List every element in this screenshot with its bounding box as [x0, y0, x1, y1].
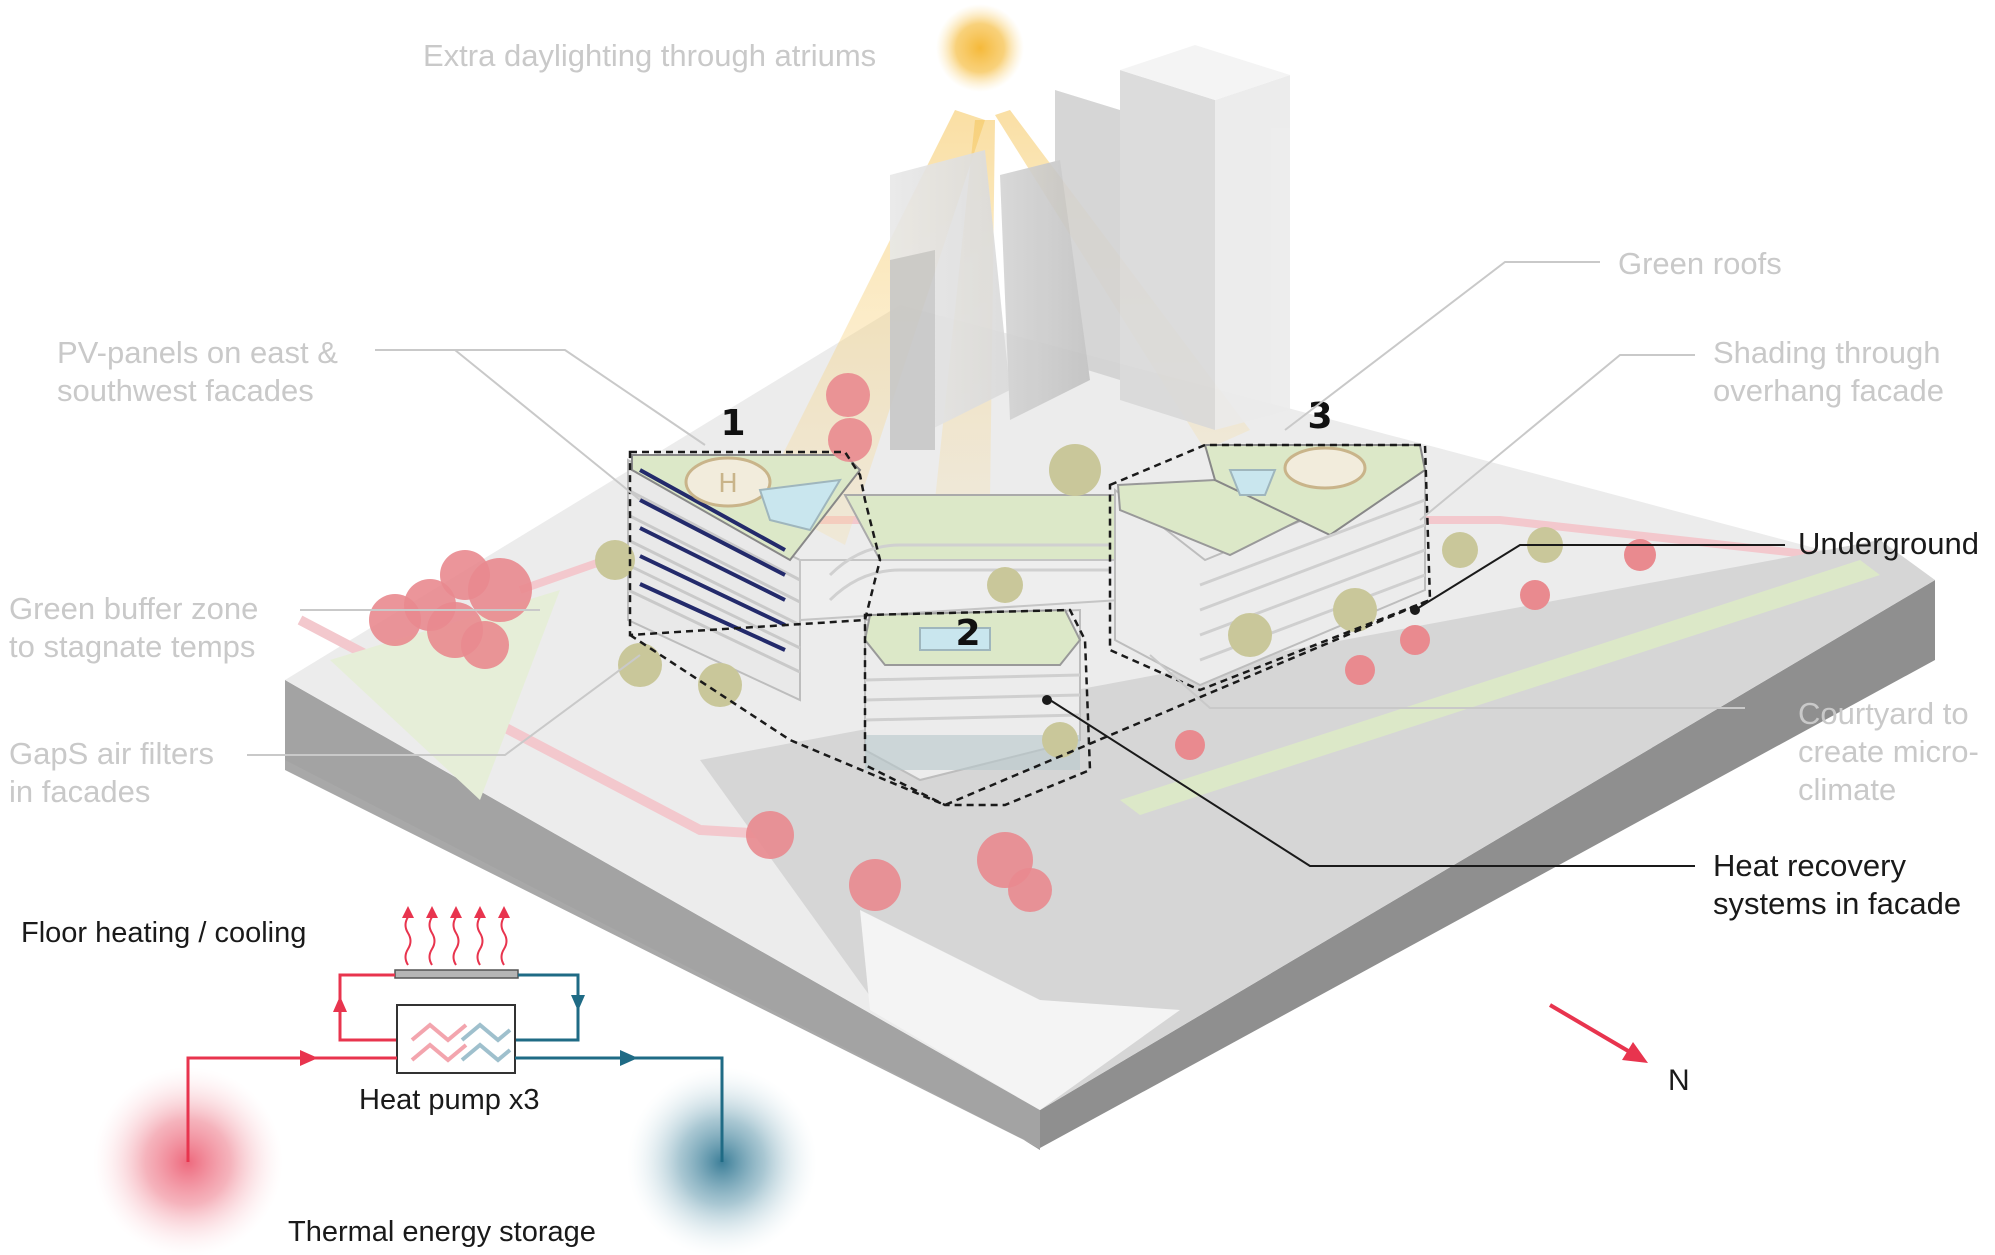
leader-courtyard: [1149, 654, 1745, 709]
leader-green-roofs: [1284, 261, 1600, 431]
tower-center: [1000, 160, 1090, 420]
label-heat-pump: Heat pump x3: [359, 1084, 540, 1116]
label-daylighting: Extra daylighting through atriums: [423, 38, 877, 73]
tower-mid-left-face: [890, 250, 935, 450]
building-number-2: 2: [955, 613, 980, 654]
energy-system: [93, 906, 817, 1255]
tree-olive: [618, 643, 662, 687]
background-towers: [890, 45, 1290, 450]
loop-warm-pipe: [338, 973, 397, 1042]
tree-pink: [828, 418, 872, 462]
warm-supply-pipe: [186, 1056, 397, 1162]
north-label: N: [1668, 1064, 1690, 1097]
tree-pink: [1520, 580, 1550, 610]
site-right-side: [1040, 580, 1935, 1148]
tree-olive: [1049, 444, 1101, 496]
label-gaps-filters: GapS air filters in facades: [9, 736, 215, 809]
helipad-3-icon: [1283, 446, 1367, 490]
tree-olive: [698, 663, 742, 707]
dashed-outlines: [628, 443, 1432, 807]
tree-pink: [826, 373, 870, 417]
tree-pink: [1400, 625, 1430, 655]
leader-heat-recovery-dot: [1042, 695, 1052, 705]
leader-underground-dot: [1410, 605, 1420, 615]
tree-olive: [1228, 613, 1272, 657]
tree-olive: [1442, 532, 1478, 568]
tree-pink: [1624, 539, 1656, 571]
tree-pink: [746, 811, 794, 859]
floor-slab: [394, 969, 519, 979]
tree-pink: [468, 558, 532, 622]
tree-pink: [461, 621, 509, 669]
leader-lines-dark: [1042, 544, 1785, 867]
loop-cool-pipe: [515, 973, 580, 1042]
label-pv-panels: PV-panels on east & southwest facades: [57, 335, 338, 408]
tree-olive: [1042, 722, 1078, 758]
label-thermal-storage: Thermal energy storage: [288, 1216, 596, 1248]
road-green-strip: [1120, 560, 1880, 815]
site-block: [285, 305, 1935, 1150]
leader-underground: [1414, 544, 1785, 611]
sun-icon: [936, 4, 1024, 92]
tower-right-top: [1120, 45, 1290, 100]
pv-panel-strips: [639, 468, 786, 652]
tree-olive: [987, 567, 1023, 603]
heat-wave-arrows: [404, 916, 508, 966]
tree-pink: [1175, 730, 1205, 760]
outline-building-1: [628, 450, 882, 637]
label-floor-heating: Floor heating / cooling: [21, 917, 307, 949]
connector-roof: [843, 494, 1152, 561]
svg-text:H: H: [718, 469, 738, 499]
label-heat-recovery: Heat recovery systems in facade: [1713, 848, 1962, 921]
leader-lines-faded: [247, 261, 1745, 756]
north-arrow-icon: [1548, 1003, 1648, 1063]
leader-shading: [1419, 354, 1695, 521]
label-green-buffer: Green buffer zone to stagnate temps: [9, 591, 259, 664]
leader-pv-panels: [375, 349, 706, 446]
tree-pink: [1345, 655, 1375, 685]
label-green-roofs: Green roofs: [1618, 246, 1782, 281]
atrium-2: [919, 627, 991, 651]
tree-pink: [849, 859, 901, 911]
site-left-side: [285, 680, 1040, 1148]
building-number-1: 1: [720, 403, 745, 444]
helipad-1-icon: [684, 456, 772, 508]
tower-right-front: [1120, 70, 1215, 430]
label-underground: Underground: [1798, 526, 1979, 561]
tree-pink: [1008, 868, 1052, 912]
leader-pv-panels-2: [454, 349, 641, 501]
leader-gaps: [247, 654, 641, 756]
trees: [369, 373, 1656, 912]
wing-1-floor-lines: [627, 488, 801, 674]
atrium-3: [1228, 469, 1277, 496]
cool-return-pipe: [515, 1056, 724, 1162]
outline-building-2: [863, 608, 1092, 807]
tower-right-side: [1215, 75, 1290, 430]
tree-olive: [595, 540, 635, 580]
label-shading: Shading through overhang facade: [1713, 335, 1944, 408]
tree-pink: [369, 594, 421, 646]
leader-heat-recovery: [1049, 699, 1695, 867]
front-plaza: [860, 910, 1180, 1110]
tree-olive: [1333, 588, 1377, 632]
atrium-1: [758, 478, 842, 532]
road: [700, 540, 1935, 1110]
label-courtyard: Courtyard to create micro- climate: [1798, 696, 1979, 807]
